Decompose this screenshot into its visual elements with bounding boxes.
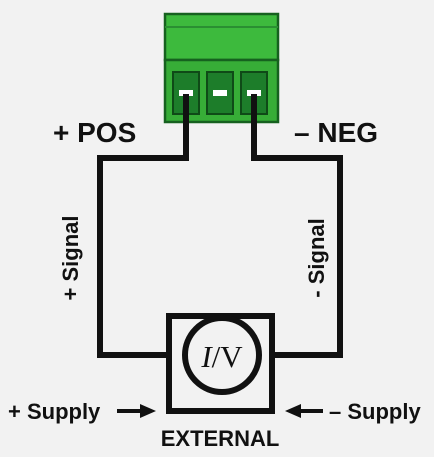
external-label: EXTERNAL	[161, 426, 280, 451]
current-voltage-meter	[182, 315, 262, 395]
positive-wire	[97, 94, 189, 358]
supply-negative-label: – Supply	[329, 399, 421, 424]
pos-label: + POS	[53, 117, 136, 148]
signal-positive-label: + Signal	[58, 216, 83, 301]
meter-symbol: I/V	[200, 339, 243, 374]
terminal-block-connector	[163, 12, 280, 124]
terminal-slot-2	[206, 71, 234, 115]
neg-label: – NEG	[294, 117, 378, 148]
negative-wire	[251, 94, 343, 358]
terminal-slot-1	[172, 71, 200, 115]
meter-current-letter: I	[200, 339, 213, 374]
meter-voltage-letter: /V	[212, 339, 244, 374]
signal-negative-label: - Signal	[304, 218, 329, 297]
supply-positive-label: + Supply	[8, 399, 101, 424]
supply-positive-arrow	[117, 404, 156, 418]
supply-negative-arrow	[285, 404, 323, 418]
